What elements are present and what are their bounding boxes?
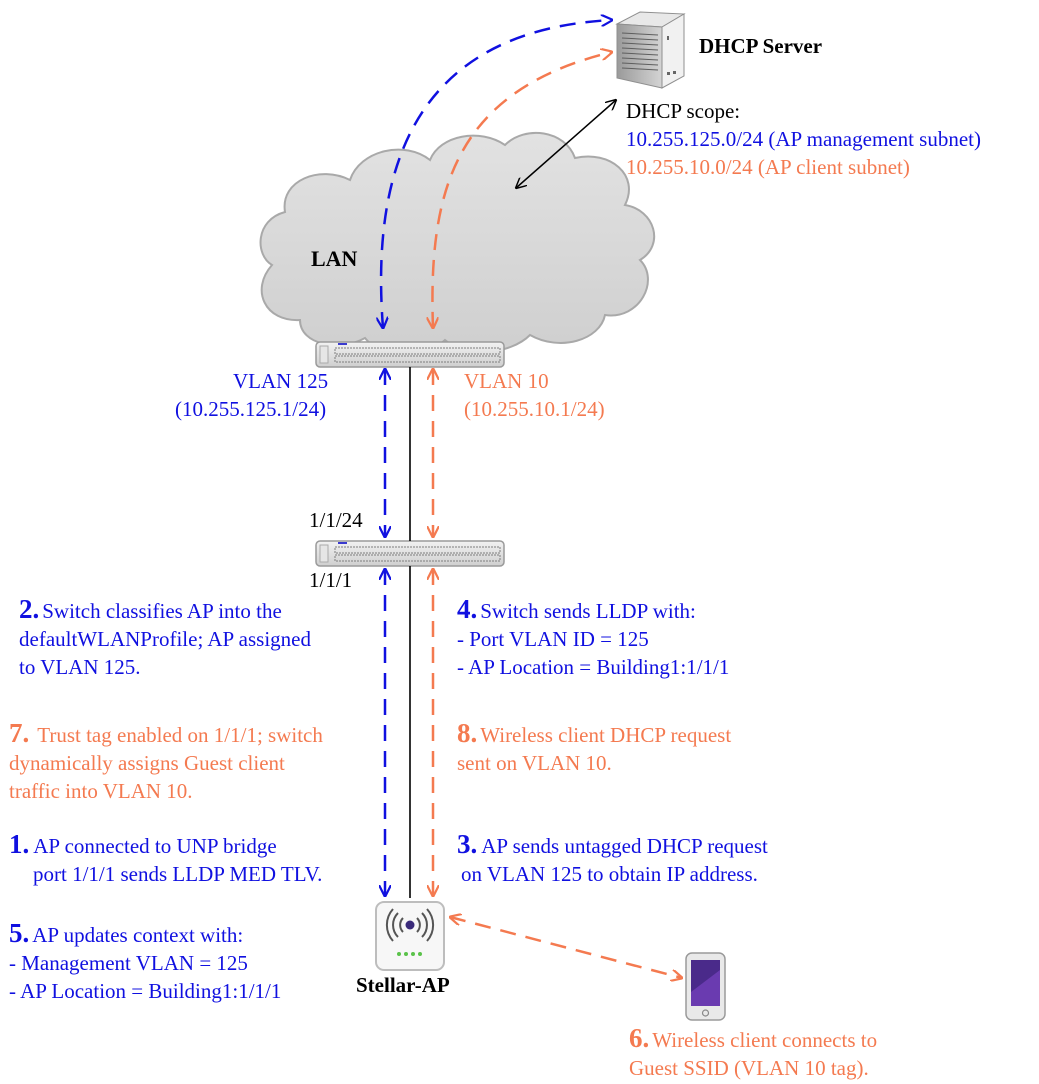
- lan-label: LAN: [311, 246, 358, 271]
- svg-text:3.AP sends untagged DHCP reque: 3.AP sends untagged DHCP request: [457, 829, 768, 859]
- step-5-line-2: - Management VLAN = 125: [9, 951, 248, 975]
- svg-text:8.Wireless client DHCP request: 8.Wireless client DHCP request: [457, 718, 731, 748]
- step-4-note: 4.Switch sends LLDP with: - Port VLAN ID…: [457, 594, 729, 679]
- step-7-line-3: traffic into VLAN 10.: [9, 779, 193, 803]
- dhcp-scope-management: 10.255.125.0/24 (AP management subnet): [626, 127, 981, 151]
- smartphone-icon: [685, 952, 726, 1021]
- step-4-number: 4.: [457, 594, 477, 624]
- stellar-ap-label: Stellar-AP: [356, 973, 450, 997]
- server-icon: [615, 11, 686, 89]
- svg-text:2.Switch classifies AP into th: 2.Switch classifies AP into the: [19, 594, 282, 624]
- step-7-number: 7.: [9, 718, 29, 748]
- step-2-number: 2.: [19, 594, 39, 624]
- dhcp-server: DHCP Server: [615, 11, 822, 89]
- client-dhcp-flow: [432, 52, 612, 328]
- step-7-note: 7. Trust tag enabled on 1/1/1; switch dyn…: [9, 718, 323, 803]
- svg-text:7.Trust tag enabled on 1/1/1;: 7. Trust tag enabled on 1/1/1; switch: [9, 718, 323, 748]
- step-3-line-2: on VLAN 125 to obtain IP address.: [461, 862, 758, 886]
- svg-text:4.Switch sends LLDP with:: 4.Switch sends LLDP with:: [457, 594, 696, 624]
- edge-switch: 1/1/24 1/1/1: [309, 508, 505, 592]
- step-5-line-3: - AP Location = Building1:1/1/1: [9, 979, 281, 1003]
- step-1-line-2: port 1/1/1 sends LLDP MED TLV.: [33, 862, 322, 886]
- client-device: [685, 952, 726, 1021]
- step-4-line-1: Switch sends LLDP with:: [480, 599, 696, 623]
- step-6-note: 6.Wireless client connects to Guest SSID…: [629, 1023, 877, 1080]
- uplink-port-label: 1/1/24: [309, 508, 363, 532]
- step-4-line-3: - AP Location = Building1:1/1/1: [457, 655, 729, 679]
- wireless-client-link: [450, 917, 682, 978]
- stellar-ap: Stellar-AP: [356, 901, 450, 997]
- switch-icon: [315, 540, 505, 567]
- wireless-ap-icon: [375, 901, 445, 971]
- core-switch: [315, 341, 505, 368]
- step-1-line-1: AP connected to UNP bridge: [33, 834, 276, 858]
- step-2-line-3: to VLAN 125.: [19, 655, 141, 679]
- step-5-number: 5.: [9, 918, 29, 948]
- dhcp-scope: DHCP scope: 10.255.125.0/24 (AP manageme…: [626, 99, 981, 179]
- switch-icon: [315, 341, 505, 368]
- dhcp-server-label: DHCP Server: [699, 34, 822, 58]
- step-1-number: 1.: [9, 829, 29, 859]
- step-5-line-1: AP updates context with:: [32, 923, 243, 947]
- step-6-line-2: Guest SSID (VLAN 10 tag).: [629, 1056, 869, 1080]
- dhcp-scope-title: DHCP scope:: [626, 99, 740, 123]
- step-4-line-2: - Port VLAN ID = 125: [457, 627, 649, 651]
- vlan-10-name: VLAN 10: [464, 369, 549, 393]
- svg-text:6.Wireless client connects to: 6.Wireless client connects to: [629, 1023, 877, 1053]
- step-6-line-1: Wireless client connects to: [652, 1028, 877, 1052]
- step-3-number: 3.: [457, 829, 477, 859]
- vlan-10-label: VLAN 10 (10.255.10.1/24): [464, 369, 605, 421]
- step-8-note: 8.Wireless client DHCP request sent on V…: [457, 718, 731, 775]
- vlan-125-gateway: (10.255.125.1/24): [175, 397, 326, 421]
- svg-text:1.AP connected to UNP bridge: 1.AP connected to UNP bridge: [9, 829, 277, 859]
- step-2-note: 2.Switch classifies AP into the defaultW…: [19, 594, 312, 679]
- step-1-note: 1.AP connected to UNP bridge port 1/1/1 …: [9, 829, 322, 886]
- step-3-note: 3.AP sends untagged DHCP request on VLAN…: [457, 829, 768, 886]
- step-8-number: 8.: [457, 718, 477, 748]
- vlan-125-label: VLAN 125 (10.255.125.1/24): [175, 369, 328, 421]
- lan-cloud: LAN: [259, 131, 656, 355]
- step-2-line-1: Switch classifies AP into the: [42, 599, 282, 623]
- step-2-line-2: defaultWLANProfile; AP assigned: [19, 627, 312, 651]
- step-7-line-2: dynamically assigns Guest client: [9, 751, 285, 775]
- step-6-number: 6.: [629, 1023, 649, 1053]
- step-3-line-1: AP sends untagged DHCP request: [481, 834, 768, 858]
- management-dhcp-flow: [381, 20, 612, 328]
- step-7-line-1: Trust tag enabled on 1/1/1; switch: [37, 723, 323, 747]
- vlan-10-gateway: (10.255.10.1/24): [464, 397, 605, 421]
- step-8-line-1: Wireless client DHCP request: [480, 723, 731, 747]
- step-5-note: 5.AP updates context with: - Management …: [9, 918, 281, 1003]
- svg-text:5.AP updates context with:: 5.AP updates context with:: [9, 918, 243, 948]
- cloud-icon: [259, 131, 656, 355]
- step-8-line-2: sent on VLAN 10.: [457, 751, 612, 775]
- dhcp-scope-client: 10.255.10.0/24 (AP client subnet): [626, 155, 910, 179]
- ap-port-label: 1/1/1: [309, 568, 352, 592]
- vlan-125-name: VLAN 125: [233, 369, 328, 393]
